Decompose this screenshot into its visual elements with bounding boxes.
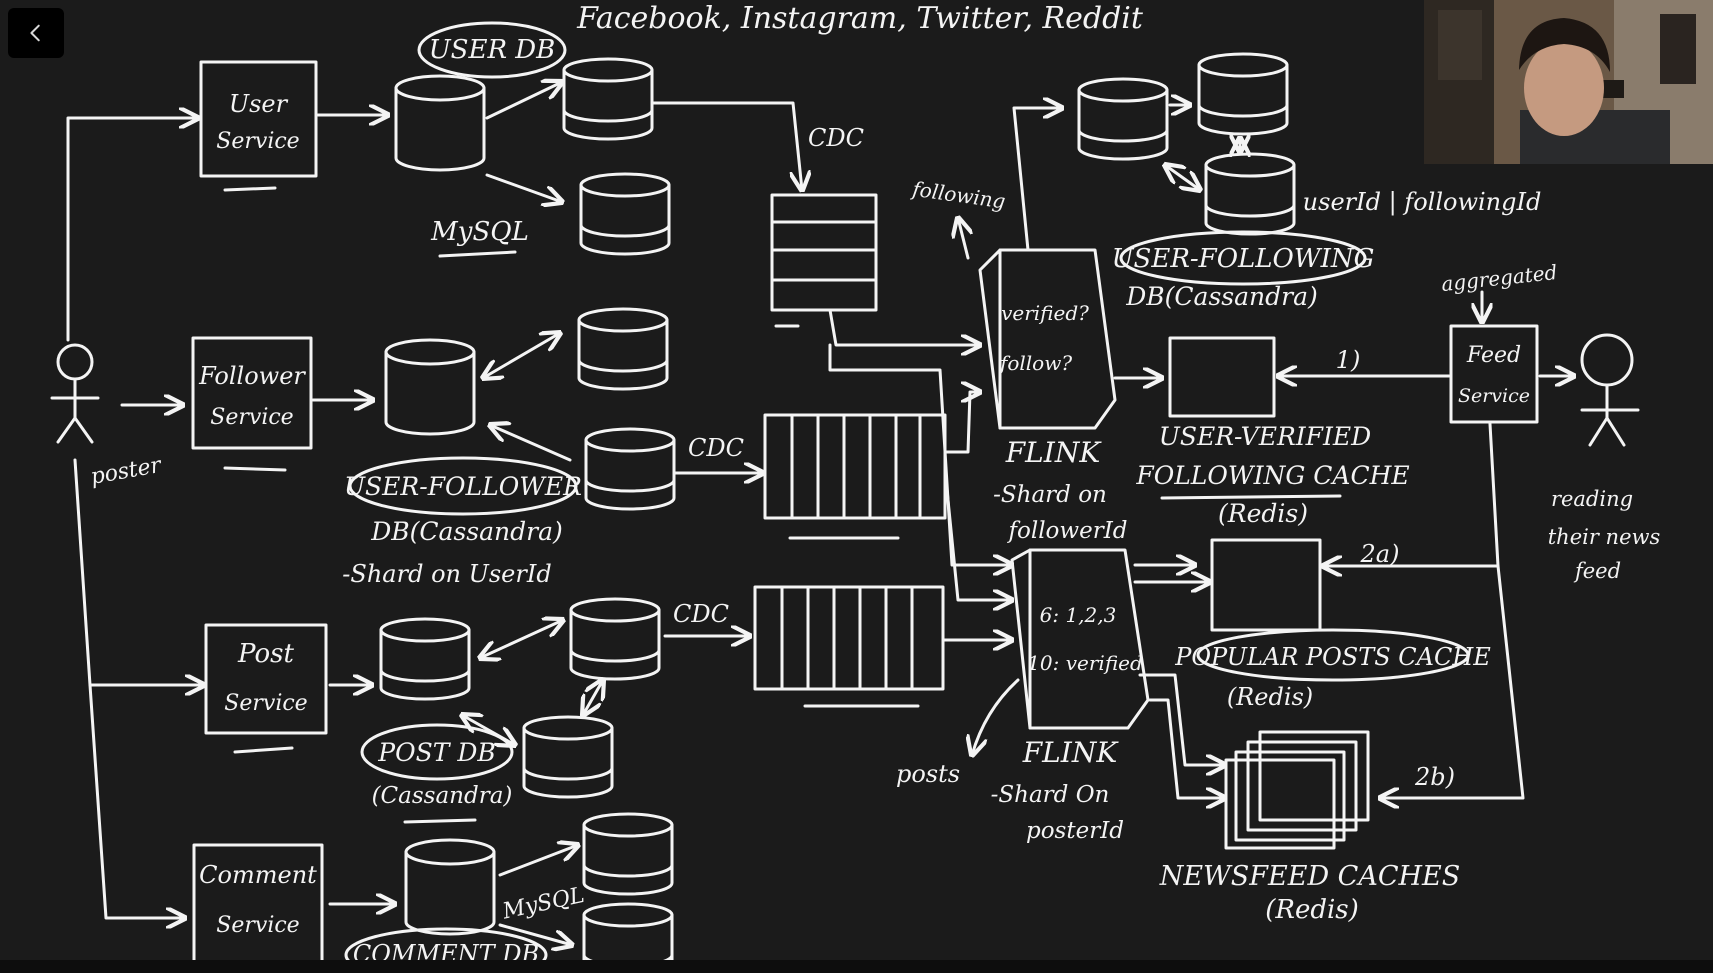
user-follower-shard: -Shard on UserId — [342, 560, 551, 588]
aggregated-label: aggregated — [1440, 260, 1558, 296]
follower-service-label-1: Follower — [198, 362, 306, 390]
presenter-webcam — [1424, 0, 1713, 164]
follower-service-label-2: Service — [210, 405, 293, 430]
arrow-user-db-cdc — [650, 101, 802, 190]
user-db-replica-1 — [562, 57, 654, 141]
user-follower-db-replica-1 — [577, 307, 669, 391]
poster-label: poster — [89, 453, 165, 490]
user-db-engine: MySQL — [430, 217, 529, 247]
verified-cache-label-2: FOLLOWING CACHE — [1135, 461, 1409, 490]
flink2-shard-1: -Shard On — [991, 782, 1110, 808]
follower-service-box — [191, 336, 313, 450]
user-following-keys: userId | followingId — [1303, 188, 1542, 217]
reader-figure — [1580, 333, 1640, 447]
arrow-poster-post-service — [73, 458, 204, 685]
user-service-label-2: Service — [216, 129, 299, 154]
newsfeed-caches-stack — [1224, 730, 1370, 850]
step-2a-label: 2a) — [1360, 540, 1400, 568]
user-cdc-queue — [770, 193, 878, 312]
comment-db-circle — [344, 927, 548, 973]
cdc-post-label: CDC — [673, 600, 729, 628]
user-following-db-replica-1 — [1197, 52, 1289, 136]
user-follower-db-replica-2 — [584, 427, 676, 511]
reader-label-1: reading — [1551, 487, 1633, 511]
flink2-shard-2: posterId — [1026, 818, 1124, 844]
user-following-db-label: USER-FOLLOWING — [1112, 244, 1375, 274]
user-db-primary — [394, 74, 486, 172]
user-following-db-replica-2 — [1204, 152, 1296, 236]
diagram-title: Facebook, Instagram, Twitter, Reddit — [576, 1, 1144, 36]
flink1-box-line-1: verified? — [1001, 301, 1089, 325]
arrow-poster-user-service — [66, 118, 198, 342]
user-service-label-1: User — [229, 90, 289, 118]
flink1-label: FLINK — [1005, 436, 1103, 469]
comment-service-label-1: Comment — [199, 861, 317, 889]
flink1-box-line-2: follow? — [998, 351, 1072, 375]
flink1-output-label: following — [909, 176, 1007, 213]
post-service-label-2: Service — [224, 691, 307, 716]
verified-cache-label-1: USER-VERIFIED — [1159, 422, 1371, 451]
reader-label-2: their news — [1548, 525, 1661, 549]
user-service-box — [199, 60, 318, 178]
post-service-label-1: Post — [237, 639, 294, 669]
comment-db-primary — [404, 838, 496, 936]
user-verified-following-cache-box — [1168, 336, 1276, 418]
post-db-engine: (Cassandra) — [372, 783, 513, 809]
bottom-bar — [0, 960, 1713, 973]
popular-posts-cache-engine: (Redis) — [1227, 683, 1313, 711]
user-db-label: USER DB — [429, 35, 556, 65]
post-db-primary — [379, 617, 471, 701]
presenter-video-frame — [1424, 0, 1713, 164]
comment-db-engine: MySQL — [500, 883, 587, 925]
follower-kafka-queue — [763, 413, 947, 520]
arrow-poster-comment-service — [88, 683, 185, 918]
popular-posts-cache-label: POPULAR POSTS CACHE — [1174, 643, 1491, 671]
flink2-box-line-2: 10: verified — [1027, 651, 1143, 675]
chevron-left-icon — [30, 24, 40, 42]
step-2b-label: 2b) — [1414, 763, 1455, 791]
post-db-circle — [360, 723, 514, 781]
post-db-replica-1 — [569, 597, 661, 681]
user-follower-db-label: USER-FOLLOWER — [344, 472, 582, 501]
post-service-box — [204, 623, 328, 735]
user-db-replica-2 — [579, 172, 671, 256]
user-following-db-circle — [1119, 230, 1367, 286]
feed-service-label-1: Feed — [1466, 343, 1521, 368]
user-follower-db-circle — [348, 456, 578, 516]
flink2-output-label: posts — [896, 760, 960, 788]
feed-service-box — [1449, 324, 1539, 424]
cdc-follower-label: CDC — [688, 434, 744, 462]
flink1-shard-2: followerId — [1006, 518, 1127, 544]
comment-service-label-2: Service — [216, 913, 299, 938]
flink-fanout-job — [1010, 548, 1150, 730]
popular-posts-cache-box — [1210, 538, 1322, 632]
post-kafka-queue — [753, 585, 945, 691]
step-1-label: 1) — [1336, 346, 1361, 374]
newsfeed-caches-label-2: (Redis) — [1265, 895, 1359, 925]
user-following-db-primary — [1077, 77, 1169, 161]
flink2-label: FLINK — [1022, 736, 1120, 769]
reader-label-3: feed — [1573, 559, 1621, 583]
flink1-shard-1: -Shard on — [993, 482, 1107, 508]
flink2-box-line-1: 6: 1,2,3 — [1040, 603, 1117, 627]
verified-cache-label-3: (Redis) — [1218, 499, 1308, 528]
cdc-user-label: CDC — [808, 124, 864, 152]
feed-service-label-2: Service — [1458, 385, 1530, 407]
user-following-db-engine: DB(Cassandra) — [1125, 282, 1317, 311]
post-db-label: POST DB — [377, 738, 495, 767]
user-db-circle — [417, 21, 567, 79]
poster-figure — [50, 343, 100, 444]
comment-db-replica-1 — [582, 812, 674, 896]
user-follower-db-engine: DB(Cassandra) — [370, 517, 562, 546]
back-button[interactable] — [8, 8, 64, 58]
popular-posts-cache-circle — [1196, 628, 1470, 682]
post-db-replica-2 — [522, 715, 614, 799]
user-follower-db-primary — [384, 338, 476, 436]
newsfeed-caches-label-1: NEWSFEED CACHES — [1159, 861, 1461, 892]
